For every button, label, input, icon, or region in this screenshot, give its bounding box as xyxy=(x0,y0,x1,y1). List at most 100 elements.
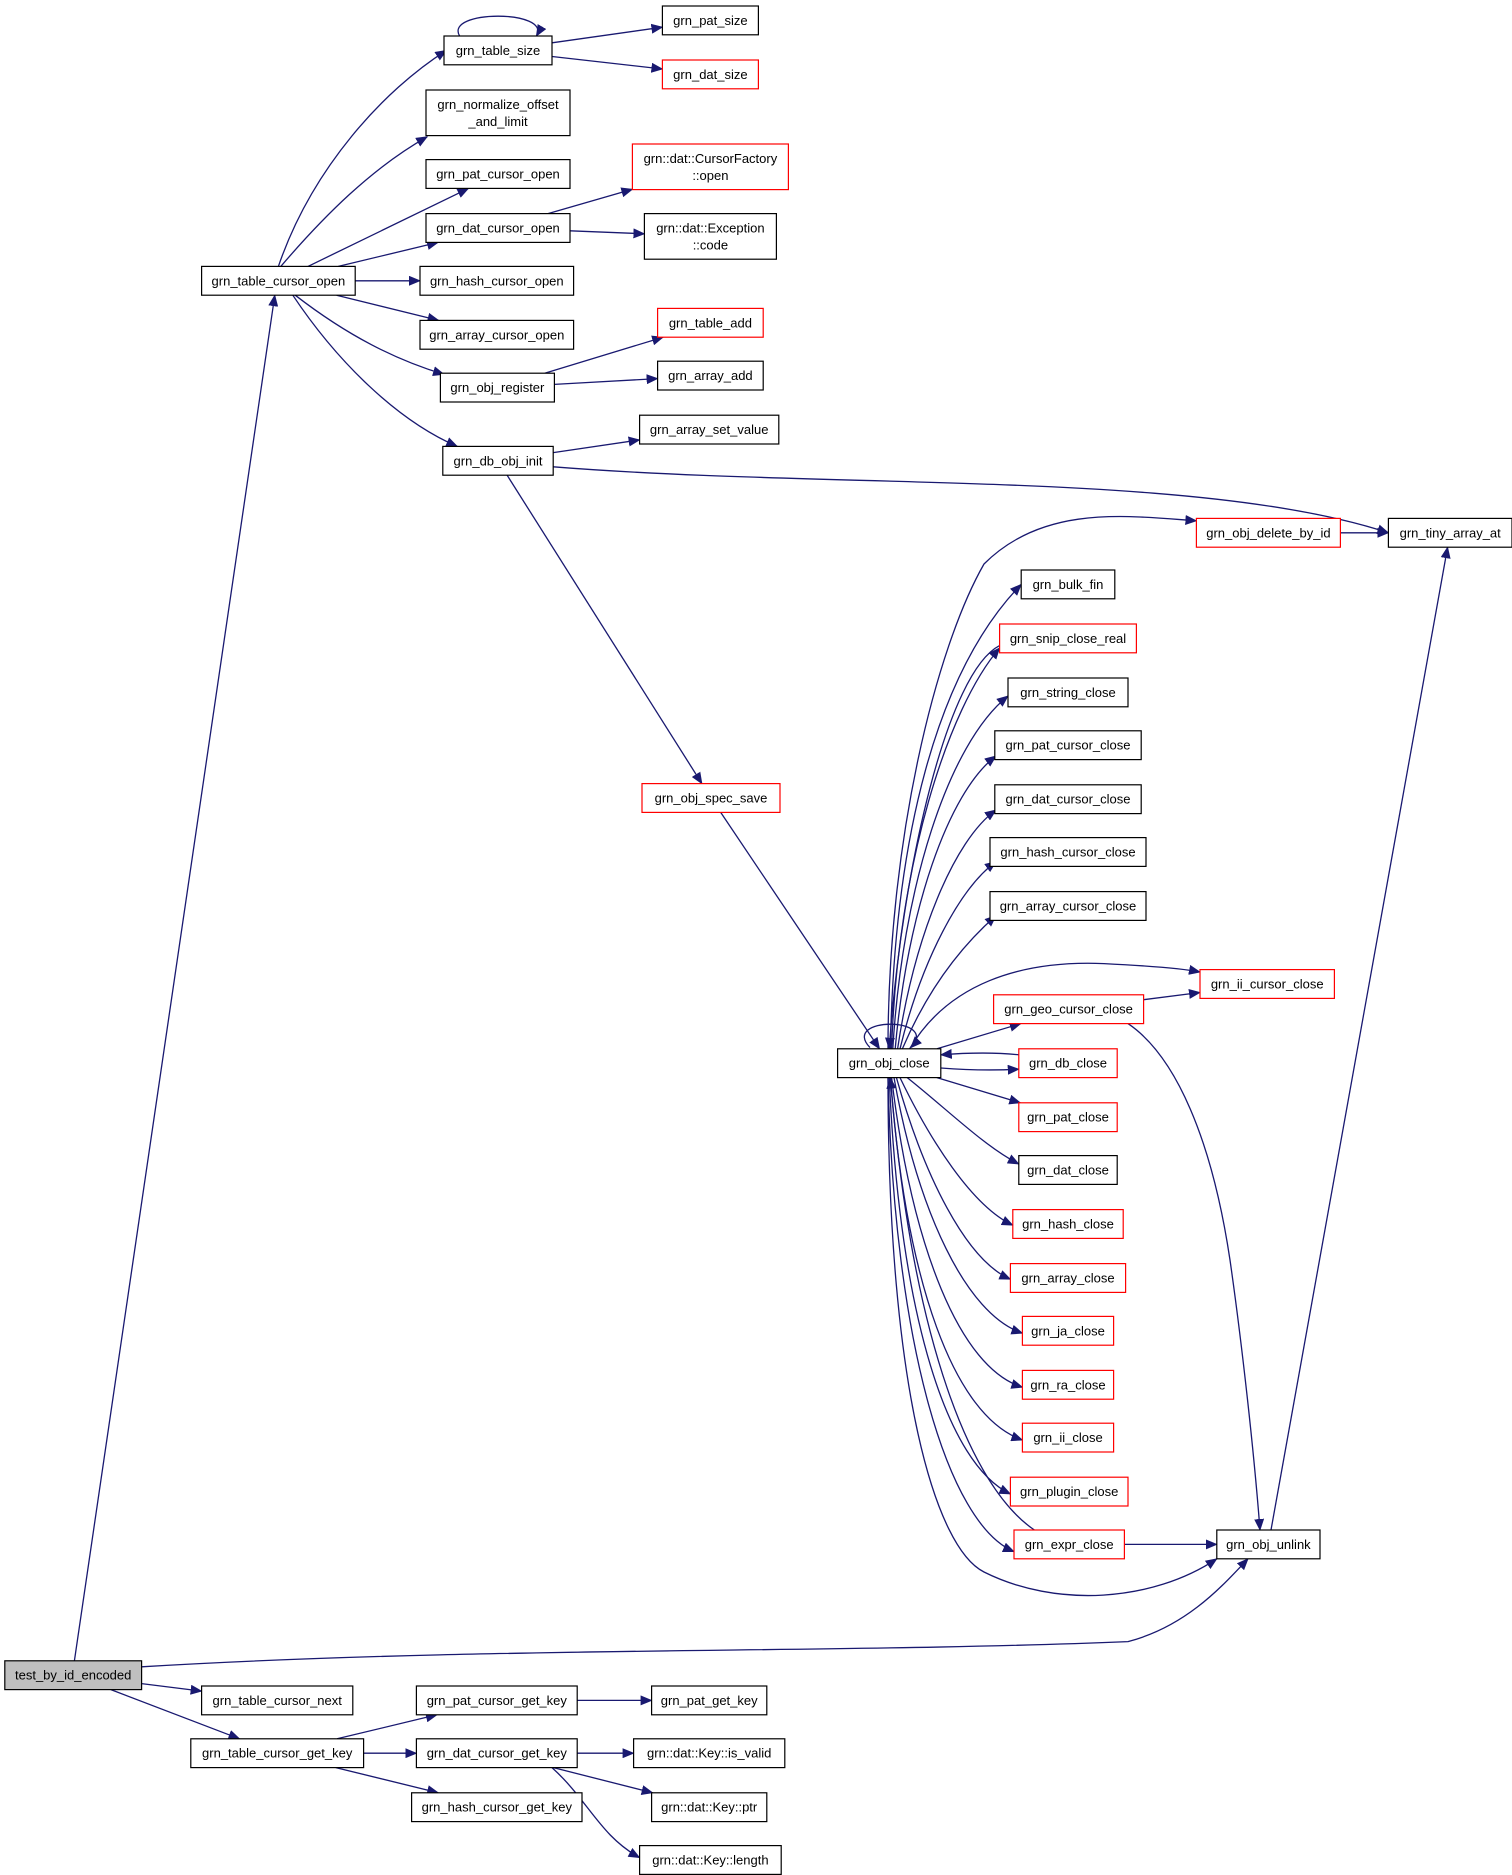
node-box[interactable] xyxy=(994,784,1142,815)
node-box[interactable] xyxy=(1216,1529,1321,1560)
node-grn_geo_cursor_close[interactable]: grn_geo_cursor_close xyxy=(992,994,1145,1025)
node-grn_table_cursor_get_key[interactable]: grn_table_cursor_get_key xyxy=(190,1738,365,1769)
node-box[interactable] xyxy=(415,1685,578,1716)
node-key_length[interactable]: grn::dat::Key::length xyxy=(638,1844,782,1875)
node-box[interactable] xyxy=(419,319,575,350)
node-box[interactable] xyxy=(992,994,1145,1025)
node-box[interactable] xyxy=(989,890,1147,921)
node-grn_pat_cursor_get_key[interactable]: grn_pat_cursor_get_key xyxy=(415,1685,578,1716)
node-grn_expr_close[interactable]: grn_expr_close xyxy=(1013,1529,1126,1560)
node-box[interactable] xyxy=(1020,569,1116,600)
node-box[interactable] xyxy=(641,782,781,813)
node-grn_ra_close[interactable]: grn_ra_close xyxy=(1021,1369,1115,1400)
node-grn_obj_close[interactable]: grn_obj_close xyxy=(836,1048,942,1079)
node-box[interactable] xyxy=(638,1844,782,1875)
node-grn_string_close[interactable]: grn_string_close xyxy=(1007,677,1129,708)
node-box[interactable] xyxy=(411,1792,583,1823)
node-grn_dat_size[interactable]: grn_dat_size xyxy=(661,59,760,90)
node-box[interactable] xyxy=(994,730,1142,761)
node-box[interactable] xyxy=(638,414,780,445)
node-grn_ii_close[interactable]: grn_ii_close xyxy=(1021,1422,1115,1453)
node-test_by_id_encoded[interactable]: test_by_id_encoded xyxy=(4,1660,143,1691)
node-box[interactable] xyxy=(998,623,1137,654)
node-box[interactable] xyxy=(419,265,575,296)
node-box[interactable] xyxy=(1013,1529,1126,1560)
node-grn_ii_cursor_close[interactable]: grn_ii_cursor_close xyxy=(1199,968,1335,999)
node-grn_table_cursor_next[interactable]: grn_table_cursor_next xyxy=(201,1685,354,1716)
node-grn_db_close[interactable]: grn_db_close xyxy=(1018,1048,1118,1079)
node-grn_db_obj_init[interactable]: grn_db_obj_init xyxy=(442,445,554,476)
node-grn_dat_cursor_get_key[interactable]: grn_dat_cursor_get_key xyxy=(415,1738,578,1769)
node-cursorfactory_open[interactable]: grn::dat::CursorFactory::open xyxy=(631,143,790,191)
node-grn_pat_size[interactable]: grn_pat_size xyxy=(661,5,760,36)
node-box[interactable] xyxy=(1018,1154,1118,1185)
node-grn_obj_spec_save[interactable]: grn_obj_spec_save xyxy=(641,782,781,813)
node-grn_bulk_fin[interactable]: grn_bulk_fin xyxy=(1020,569,1116,600)
node-grn_table_size[interactable]: grn_table_size xyxy=(443,35,553,66)
node-grn_pat_get_key[interactable]: grn_pat_get_key xyxy=(650,1685,768,1716)
node-box[interactable] xyxy=(1009,1476,1129,1507)
node-grn_table_add[interactable]: grn_table_add xyxy=(656,307,764,338)
node-box[interactable] xyxy=(4,1660,143,1691)
node-grn_pat_cursor_close[interactable]: grn_pat_cursor_close xyxy=(994,730,1142,761)
node-grn_normalize_offset_and_limit[interactable]: grn_normalize_offset_and_limit xyxy=(425,89,571,137)
node-box[interactable] xyxy=(1018,1048,1118,1079)
node-box[interactable] xyxy=(425,159,571,190)
node-box[interactable] xyxy=(201,265,356,296)
node-box[interactable] xyxy=(656,307,764,338)
node-grn_snip_close_real[interactable]: grn_snip_close_real xyxy=(998,623,1137,654)
node-box[interactable] xyxy=(661,59,760,90)
node-grn_array_close[interactable]: grn_array_close xyxy=(1009,1262,1127,1293)
node-box[interactable] xyxy=(1007,677,1129,708)
node-box[interactable] xyxy=(1021,1315,1115,1346)
node-box[interactable] xyxy=(650,1792,768,1823)
node-box[interactable] xyxy=(632,1738,786,1769)
node-box[interactable] xyxy=(1199,968,1335,999)
node-grn_hash_cursor_get_key[interactable]: grn_hash_cursor_get_key xyxy=(411,1792,583,1823)
node-grn_dat_cursor_close[interactable]: grn_dat_cursor_close xyxy=(994,784,1142,815)
node-box[interactable] xyxy=(415,1738,578,1769)
node-box[interactable] xyxy=(425,89,571,137)
node-grn_dat_cursor_open[interactable]: grn_dat_cursor_open xyxy=(425,213,571,244)
node-grn_pat_cursor_open[interactable]: grn_pat_cursor_open xyxy=(425,159,571,190)
node-box[interactable] xyxy=(1018,1102,1118,1133)
node-grn_dat_close[interactable]: grn_dat_close xyxy=(1018,1154,1118,1185)
node-grn_hash_cursor_open[interactable]: grn_hash_cursor_open xyxy=(419,265,575,296)
node-box[interactable] xyxy=(1009,1262,1127,1293)
node-box[interactable] xyxy=(439,372,555,403)
node-grn_array_add[interactable]: grn_array_add xyxy=(656,360,764,391)
node-grn_pat_close[interactable]: grn_pat_close xyxy=(1018,1102,1118,1133)
node-box[interactable] xyxy=(425,213,571,244)
node-grn_hash_close[interactable]: grn_hash_close xyxy=(1012,1208,1124,1239)
node-exception_code[interactable]: grn::dat::Exception::code xyxy=(643,213,778,260)
node-grn_hash_cursor_close[interactable]: grn_hash_cursor_close xyxy=(989,836,1147,867)
node-box[interactable] xyxy=(650,1685,768,1716)
node-box[interactable] xyxy=(631,143,790,191)
node-key_ptr[interactable]: grn::dat::Key::ptr xyxy=(650,1792,768,1823)
node-box[interactable] xyxy=(836,1048,942,1079)
node-box[interactable] xyxy=(1387,517,1512,548)
node-grn_obj_delete_by_id[interactable]: grn_obj_delete_by_id xyxy=(1195,517,1342,548)
node-box[interactable] xyxy=(190,1738,365,1769)
node-box[interactable] xyxy=(442,445,554,476)
node-box[interactable] xyxy=(1021,1422,1115,1453)
node-box[interactable] xyxy=(643,213,778,260)
node-key_is_valid[interactable]: grn::dat::Key::is_valid xyxy=(632,1738,786,1769)
node-grn_ja_close[interactable]: grn_ja_close xyxy=(1021,1315,1115,1346)
node-grn_array_set_value[interactable]: grn_array_set_value xyxy=(638,414,780,445)
node-box[interactable] xyxy=(1012,1208,1124,1239)
node-box[interactable] xyxy=(661,5,760,36)
node-grn_array_cursor_open[interactable]: grn_array_cursor_open xyxy=(419,319,575,350)
node-grn_obj_register[interactable]: grn_obj_register xyxy=(439,372,555,403)
node-grn_plugin_close[interactable]: grn_plugin_close xyxy=(1009,1476,1129,1507)
node-grn_table_cursor_open[interactable]: grn_table_cursor_open xyxy=(201,265,356,296)
node-box[interactable] xyxy=(201,1685,354,1716)
node-box[interactable] xyxy=(1021,1369,1115,1400)
node-box[interactable] xyxy=(656,360,764,391)
node-box[interactable] xyxy=(443,35,553,66)
node-box[interactable] xyxy=(1195,517,1342,548)
node-grn_tiny_array_at[interactable]: grn_tiny_array_at xyxy=(1387,517,1512,548)
node-grn_obj_unlink[interactable]: grn_obj_unlink xyxy=(1216,1529,1321,1560)
node-grn_array_cursor_close[interactable]: grn_array_cursor_close xyxy=(989,890,1147,921)
node-box[interactable] xyxy=(989,836,1147,867)
